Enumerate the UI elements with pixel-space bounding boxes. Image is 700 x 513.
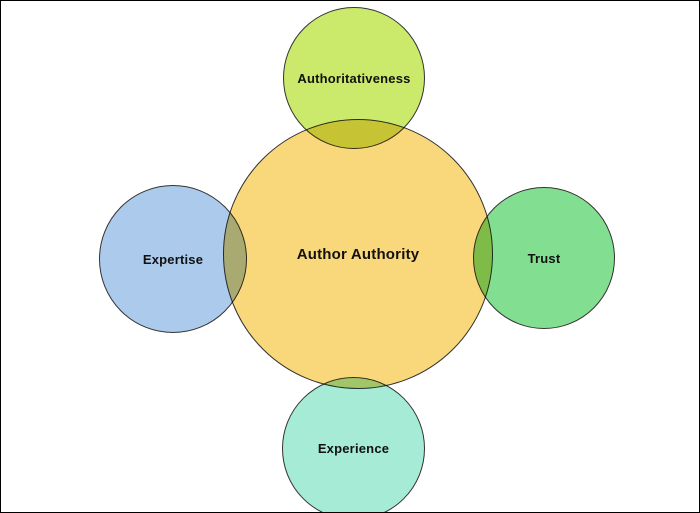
circle-author-authority: Author Authority xyxy=(223,119,493,389)
label-authoritativeness: Authoritativeness xyxy=(297,70,411,86)
center-label: Author Authority xyxy=(296,245,420,263)
label-experience: Experience xyxy=(317,441,390,456)
circle-expertise: Expertise xyxy=(99,185,247,333)
circle-trust: Trust xyxy=(473,187,615,329)
circle-authoritativeness: Authoritativeness xyxy=(283,7,425,149)
circle-experience: Experience xyxy=(282,377,425,512)
label-trust: Trust xyxy=(527,250,561,266)
label-expertise: Expertise xyxy=(142,251,204,267)
